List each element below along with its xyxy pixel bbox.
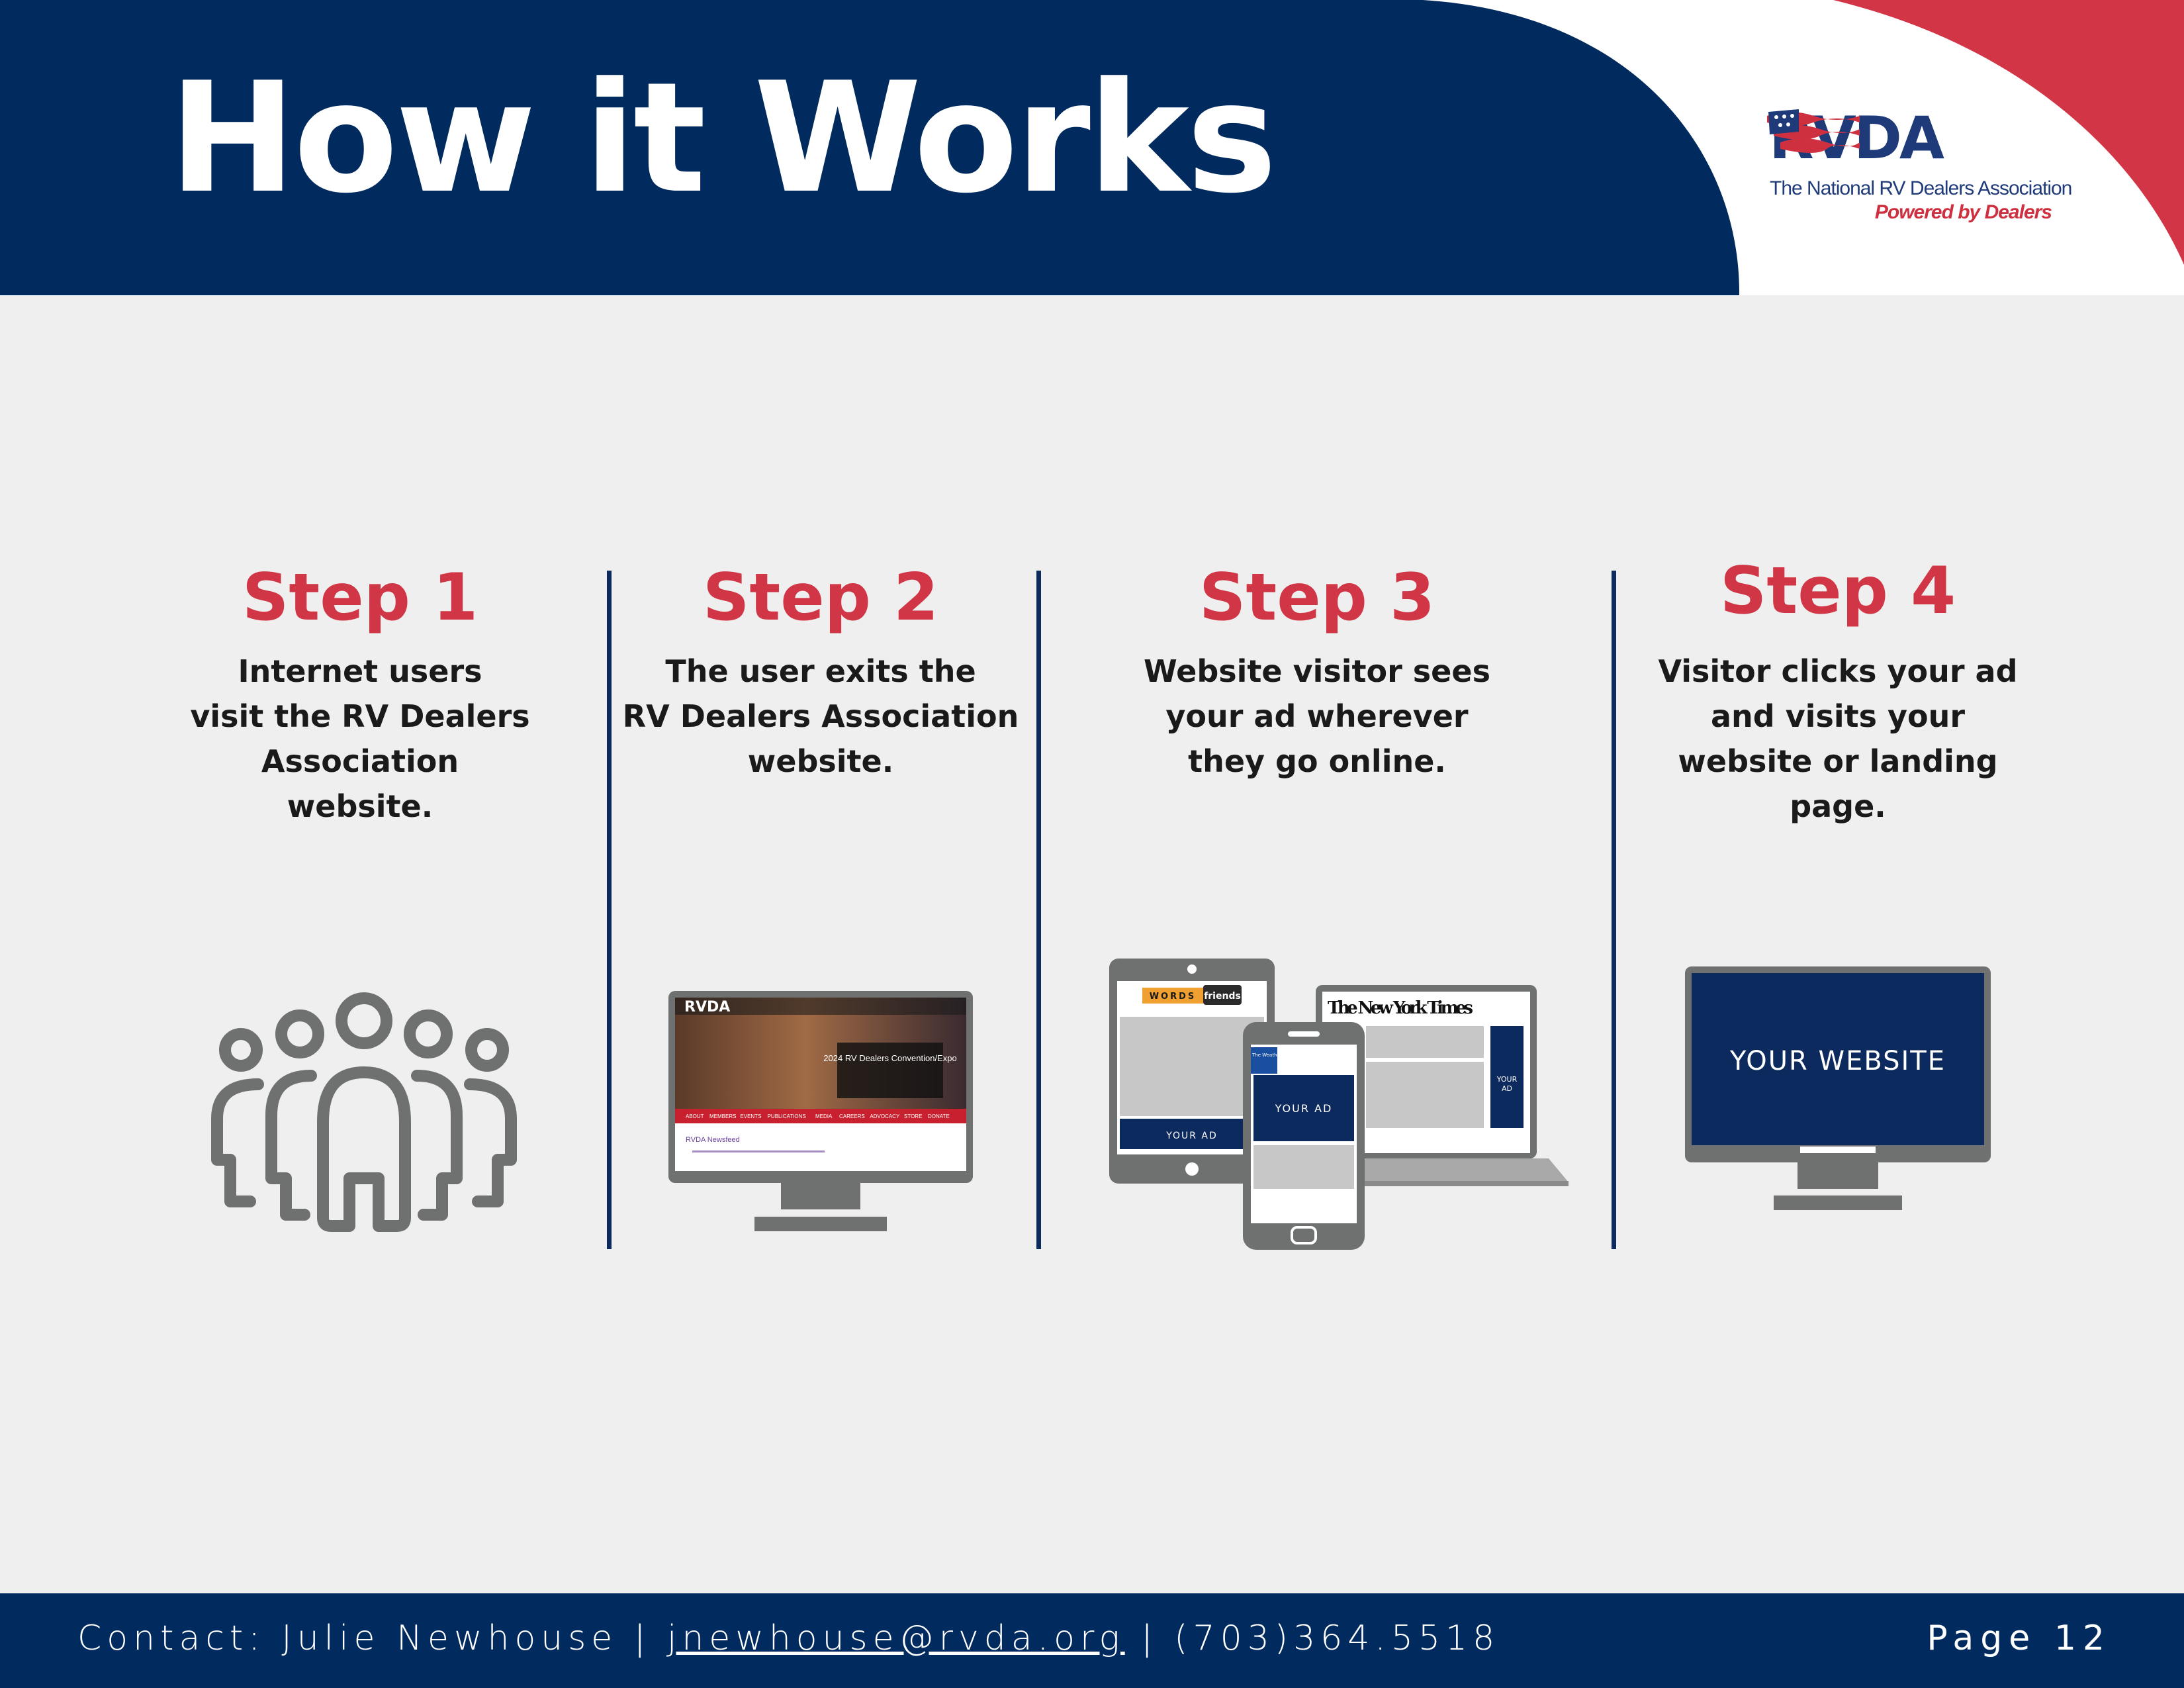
step-1-description: Internet users visit the RV Dealers Asso…	[190, 653, 530, 824]
multi-device-ads-icon: WORDS friends YOUR AD The New York Times…	[1109, 959, 1569, 1250]
contact-prefix: Contact: Julie Newhouse |	[77, 1618, 667, 1658]
step-4-description: Visitor clicks your ad and visits your w…	[1658, 653, 2018, 824]
divider	[1612, 571, 1616, 1249]
header: How it Works RVDA The National RV Dealer…	[0, 0, 2184, 295]
step-3-title: Step 3	[1199, 560, 1435, 635]
rvda-logo: RVDA The National RV Dealers Association…	[1767, 109, 2072, 232]
divider	[607, 571, 612, 1249]
logo-tagline: Powered by Dealers	[1874, 201, 2052, 223]
contact-info: Contact: Julie Newhouse | jnewhouse@rvda…	[77, 1618, 1500, 1658]
step-1: Step 1 Internet users visit the RV Deale…	[148, 560, 572, 829]
page-number: Page 12	[1927, 1618, 2111, 1658]
step-1-title: Step 1	[242, 560, 478, 635]
step-2: Step 2 The user exits the RV Dealers Ass…	[609, 560, 1032, 784]
step-3-description: Website visitor sees your ad wherever th…	[1144, 653, 1490, 779]
tablet-brand-friends: friends	[1204, 991, 1241, 1002]
laptop-brand: The New York Times	[1328, 998, 1473, 1018]
site-nav-item: DONATE	[928, 1113, 950, 1119]
people-group-icon	[211, 992, 517, 1232]
email-link[interactable]: jnewhouse@rvda.org	[666, 1618, 1125, 1658]
tablet-brand-words: WORDS	[1150, 992, 1197, 1002]
site-nav-item: STORE	[904, 1113, 922, 1119]
monitor-your-website-icon: YOUR WEBSITE	[1685, 966, 1991, 1210]
logo-subtitle: The National RV Dealers Association	[1770, 177, 2072, 199]
contact-phone: | (703)364.5518	[1124, 1618, 1500, 1658]
footer: Contact: Julie Newhouse | jnewhouse@rvda…	[0, 1593, 2184, 1688]
site-nav-item: EVENTS	[740, 1113, 761, 1119]
site-nav-item: CAREERS	[839, 1113, 865, 1119]
site-nav-item: ABOUT	[686, 1113, 704, 1119]
your-website-label: YOUR WEBSITE	[1729, 1046, 1946, 1076]
flag-icon	[1767, 109, 1860, 153]
tablet-ad-label: YOUR AD	[1165, 1131, 1218, 1141]
step-4-title: Step 4	[1719, 553, 1956, 629]
phone-ad-label: YOUR AD	[1275, 1102, 1333, 1115]
site-nav-item: PUBLICATIONS	[768, 1113, 806, 1119]
monitor-rvda-website-icon: RVDA 2024 RV Dealers Convention/Expo ABO…	[668, 991, 973, 1231]
phone-brand: The Weather Channel	[1251, 1053, 1302, 1058]
laptop-ad-label-2: AD	[1502, 1084, 1512, 1093]
site-nav-item: ADVOCACY	[870, 1113, 900, 1119]
step-4: Step 4 Visitor clicks your ad and visits…	[1626, 553, 2050, 829]
banner-title: 2024 RV Dealers Convention/Expo	[823, 1053, 956, 1063]
step-3: Step 3 Website visitor sees your ad wher…	[1105, 560, 1529, 784]
site-section-heading: RVDA Newsfeed	[686, 1136, 740, 1144]
step-2-title: Step 2	[702, 560, 939, 635]
site-logo-text: RVDA	[684, 999, 730, 1015]
step-2-description: The user exits the RV Dealers Associatio…	[622, 653, 1019, 779]
divider	[1036, 571, 1041, 1249]
laptop-ad-label-1: YOUR	[1496, 1075, 1518, 1084]
site-nav-item: MEDIA	[815, 1113, 833, 1119]
page-title: How it Works	[169, 50, 1277, 227]
site-nav-item: MEMBERS	[709, 1113, 736, 1119]
